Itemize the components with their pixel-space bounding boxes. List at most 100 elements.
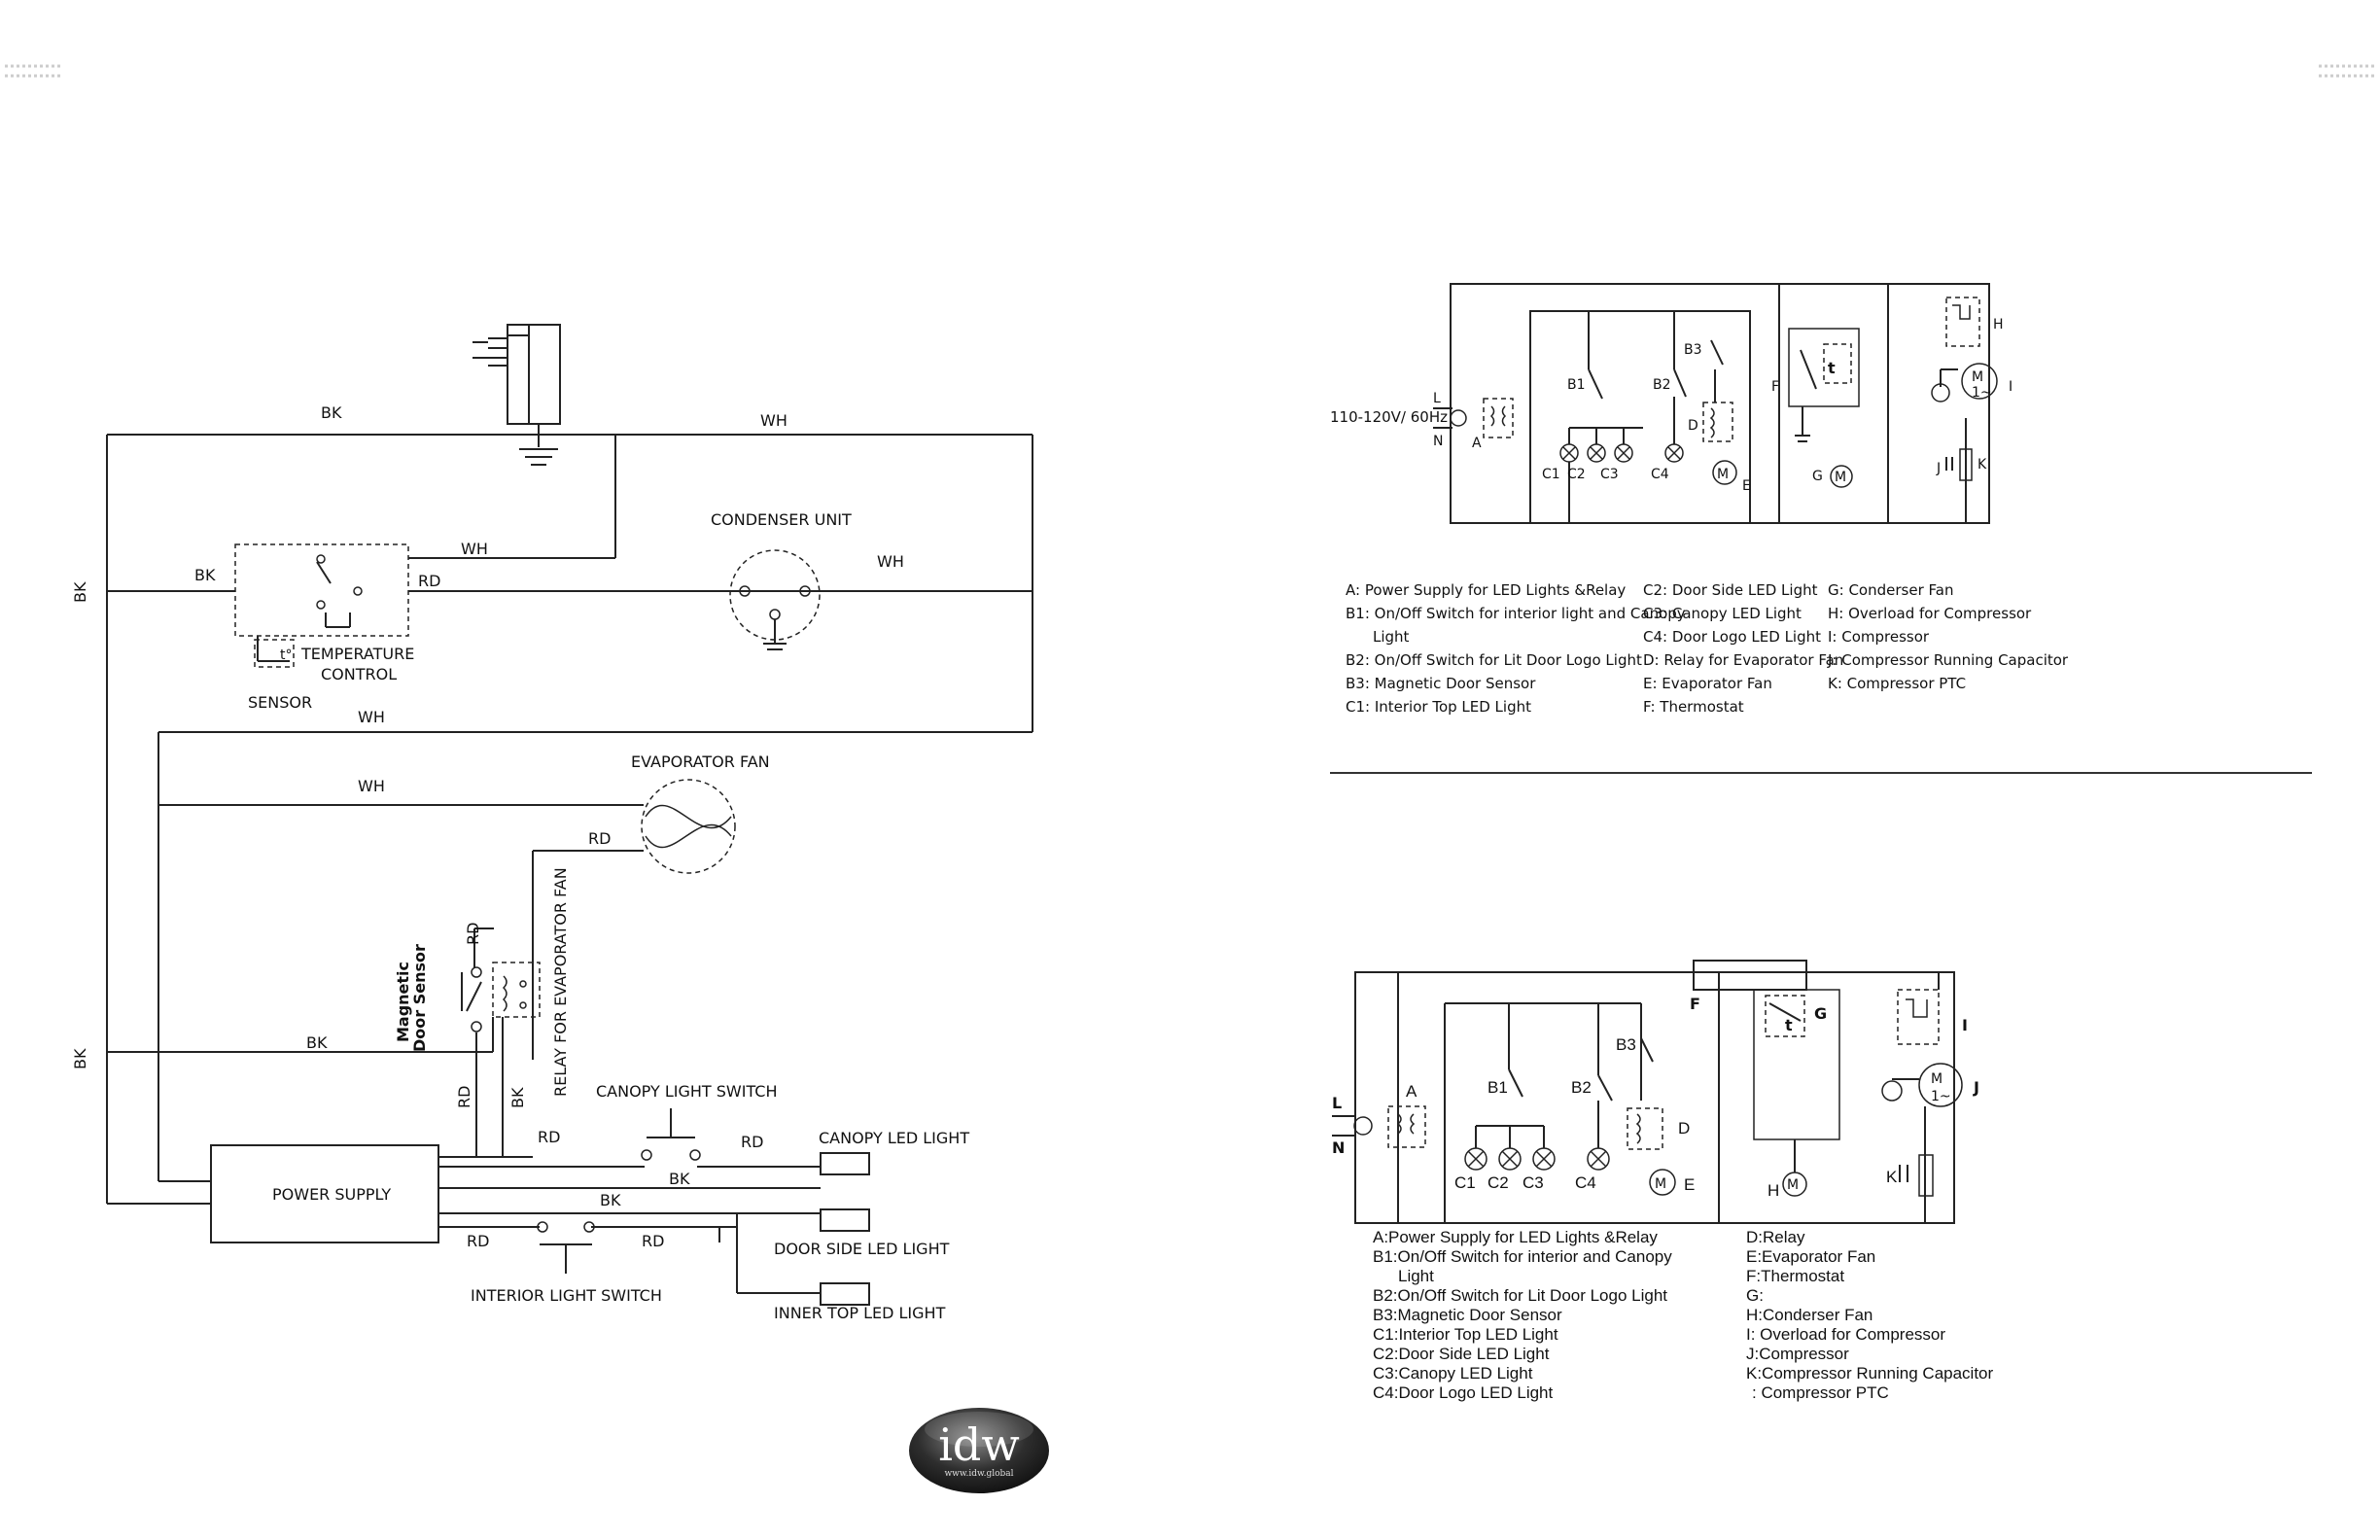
label-C3: C3 — [1522, 1173, 1544, 1192]
label-voltage: 110-120V/ 60Hz — [1330, 408, 1448, 426]
label-wire: BK — [321, 403, 342, 422]
label-wire: BK — [306, 1033, 328, 1052]
legend-item: B1:On/Off Switch for interior and Canopy — [1373, 1247, 1672, 1266]
label-C4: C4 — [1651, 467, 1669, 482]
label-N: N — [1332, 1138, 1345, 1157]
wiring-diagram: t° — [71, 324, 1033, 1322]
legend-item: D: Relay for Evaporator Fan — [1643, 651, 1843, 669]
legend-item: A:Power Supply for LED Lights &Relay — [1373, 1228, 1658, 1246]
label-N: N — [1433, 434, 1443, 449]
label-power-supply: POWER SUPPLY — [272, 1185, 391, 1204]
label-wire: RD — [741, 1133, 763, 1151]
legend-item: J:Compressor — [1746, 1345, 1849, 1363]
label-door-side-led-light: DOOR SIDE LED LIGHT — [774, 1240, 950, 1258]
label-wire: RD — [418, 572, 440, 590]
label-magnetic-door-sensor: Door Sensor — [410, 944, 429, 1052]
condenser-unit-icon — [729, 549, 821, 650]
label-B3: B3 — [1684, 342, 1702, 358]
logo-url: www.idw.global — [944, 1469, 1013, 1479]
label-wire: RD — [464, 923, 482, 945]
relay-icon — [492, 962, 541, 1018]
label-canopy-light-switch: CANOPY LIGHT SWITCH — [596, 1082, 778, 1101]
label-G: G — [1812, 469, 1823, 484]
svg-text:M: M — [1835, 470, 1846, 485]
legend-item: B2: On/Off Switch for Lit Door Logo Ligh… — [1346, 651, 1642, 669]
label-D: D — [1678, 1119, 1690, 1138]
legend-item: C4: Door Logo LED Light — [1643, 628, 1821, 646]
label-H: H — [1993, 317, 2004, 332]
legend-item: I: Overload for Compressor — [1746, 1325, 1945, 1344]
interior-light-switch-icon[interactable] — [537, 1221, 595, 1274]
label-C3: C3 — [1600, 467, 1619, 482]
label-interior-light-switch: INTERIOR LIGHT SWITCH — [471, 1286, 662, 1305]
legend-item: J: Compressor Running Capacitor — [1827, 651, 2069, 669]
label-E: E — [1742, 478, 1751, 494]
label-L: L — [1433, 391, 1441, 406]
label-relay: RELAY FOR EVAPORATOR FAN — [551, 867, 570, 1097]
label-B1: B1 — [1488, 1078, 1508, 1097]
legend-item: : Compressor PTC — [1752, 1383, 1889, 1402]
label-E: E — [1684, 1175, 1695, 1194]
label-wire: WH — [358, 708, 385, 726]
label-wire: BK — [508, 1087, 527, 1108]
corner-marks — [5, 64, 2375, 78]
label-D: D — [1688, 418, 1698, 434]
legend-item: A: Power Supply for LED Lights &Relay — [1346, 581, 1626, 599]
svg-text:1~: 1~ — [1972, 385, 1992, 401]
label-I: I — [2009, 379, 2012, 395]
label-wire: WH — [877, 552, 904, 571]
svg-text:M: M — [1972, 369, 1983, 385]
legend-item: H: Overload for Compressor — [1828, 605, 2032, 622]
label-temperature-control: TEMPERATURE — [300, 645, 414, 663]
legend-item: C3: Canopy LED Light — [1643, 605, 1802, 622]
label-F: F — [1690, 995, 1700, 1013]
svg-text:t°: t° — [280, 648, 293, 663]
label-G: G — [1814, 1004, 1827, 1023]
power-supply-box — [210, 1144, 439, 1243]
legend-item: C2:Door Side LED Light — [1373, 1345, 1550, 1363]
lamp-icon — [1559, 443, 1684, 463]
legend-item: C3:Canopy LED Light — [1373, 1364, 1533, 1382]
legend-item: F: Thermostat — [1643, 698, 1744, 716]
legend-item: B2:On/Off Switch for Lit Door Logo Light — [1373, 1286, 1667, 1305]
legend-item: F:Thermostat — [1746, 1267, 1844, 1285]
label-condenser-unit: CONDENSER UNIT — [711, 510, 852, 529]
label-wire: BK — [669, 1170, 690, 1188]
label-C1: C1 — [1542, 467, 1560, 482]
label-wire: WH — [358, 777, 385, 795]
magnetic-door-sensor-icon — [461, 928, 494, 1157]
label-C2: C2 — [1567, 467, 1586, 482]
label-wire: RD — [538, 1128, 560, 1146]
legend-item: K: Compressor PTC — [1828, 675, 1966, 692]
label-A: A — [1472, 436, 1482, 451]
label-inner-top-led-light: INNER TOP LED LIGHT — [774, 1304, 946, 1322]
label-I: I — [1962, 1016, 1968, 1034]
svg-text:M: M — [1931, 1071, 1942, 1087]
label-C1: C1 — [1454, 1173, 1476, 1192]
label-magnetic-door-sensor: Magnetic — [394, 962, 412, 1042]
schematic-bottom: M t M M 1~ L N A B1 B2 B3 C1 C2 C3 C4 D — [1332, 960, 1979, 1224]
legend-item: E: Evaporator Fan — [1643, 675, 1772, 692]
label-C4: C4 — [1575, 1173, 1596, 1192]
label-evaporator-fan: EVAPORATOR FAN — [631, 752, 770, 771]
logo-text: idw — [938, 1418, 1020, 1471]
svg-text:M: M — [1787, 1177, 1799, 1193]
label-H: H — [1768, 1181, 1779, 1200]
legend-item: G: — [1746, 1286, 1764, 1305]
label-sensor: SENSOR — [248, 693, 312, 712]
schematic-top: M t M M 1~ 110-120V/ 60Hz L N A B1 B2 B3… — [1330, 283, 2012, 524]
label-F: F — [1771, 379, 1779, 395]
label-canopy-led-light: CANOPY LED LIGHT — [819, 1129, 969, 1147]
label-wire: WH — [461, 540, 488, 558]
label-wire: RD — [455, 1086, 473, 1108]
legend-item: H:Conderser Fan — [1746, 1306, 1872, 1324]
legend-item: C2: Door Side LED Light — [1643, 581, 1818, 599]
label-J: J — [1973, 1078, 1979, 1097]
label-wire: RD — [588, 829, 611, 848]
svg-text:M: M — [1655, 1176, 1666, 1192]
label-B2: B2 — [1571, 1078, 1592, 1097]
legend-item: D:Relay — [1746, 1228, 1805, 1246]
canopy-light-switch-icon[interactable] — [641, 1108, 701, 1161]
label-A: A — [1406, 1082, 1418, 1101]
